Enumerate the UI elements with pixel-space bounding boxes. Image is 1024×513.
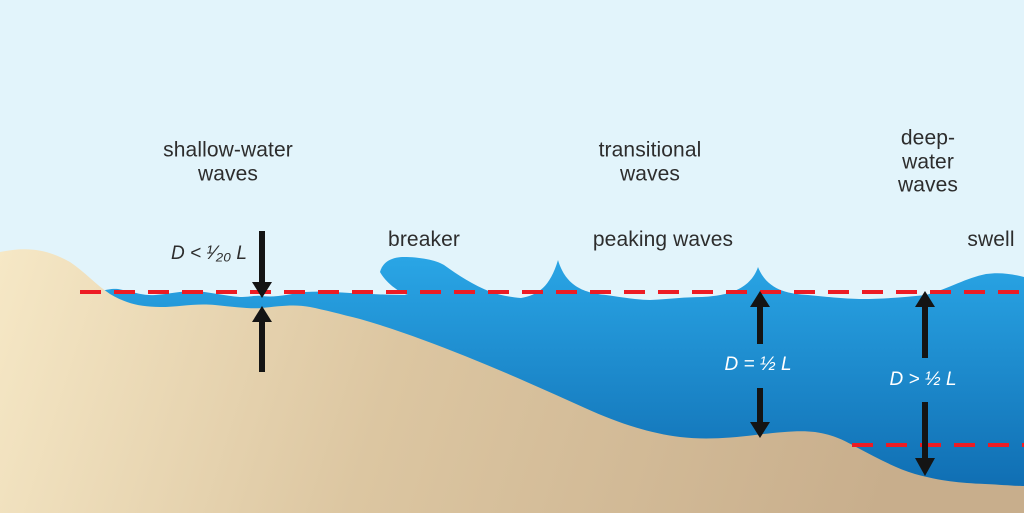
depth-arrow-transitional xyxy=(750,291,770,438)
depth-arrow-shallow-up xyxy=(252,306,272,372)
wave-label-peaking-waves: peaking waves xyxy=(592,228,734,252)
zone-label-shallow-water-waves: shallow-water waves xyxy=(163,138,293,185)
depth-arrow-shallow-down xyxy=(252,231,272,298)
depth-label-shallow: D < ¹⁄₂₀ L xyxy=(171,243,247,264)
depth-label-deep: D > ½ L xyxy=(889,369,957,390)
zone-label-deep-water-waves: deep-water waves xyxy=(897,126,959,197)
zone-label-transitional-waves: transitional waves xyxy=(598,138,702,185)
wave-label-breaker: breaker xyxy=(388,228,460,252)
depth-label-transitional: D = ½ L xyxy=(724,354,792,375)
depth-arrow-deep xyxy=(915,291,935,476)
seafloor-sand xyxy=(0,249,1024,513)
wave-label-swell: swell xyxy=(967,228,1015,252)
